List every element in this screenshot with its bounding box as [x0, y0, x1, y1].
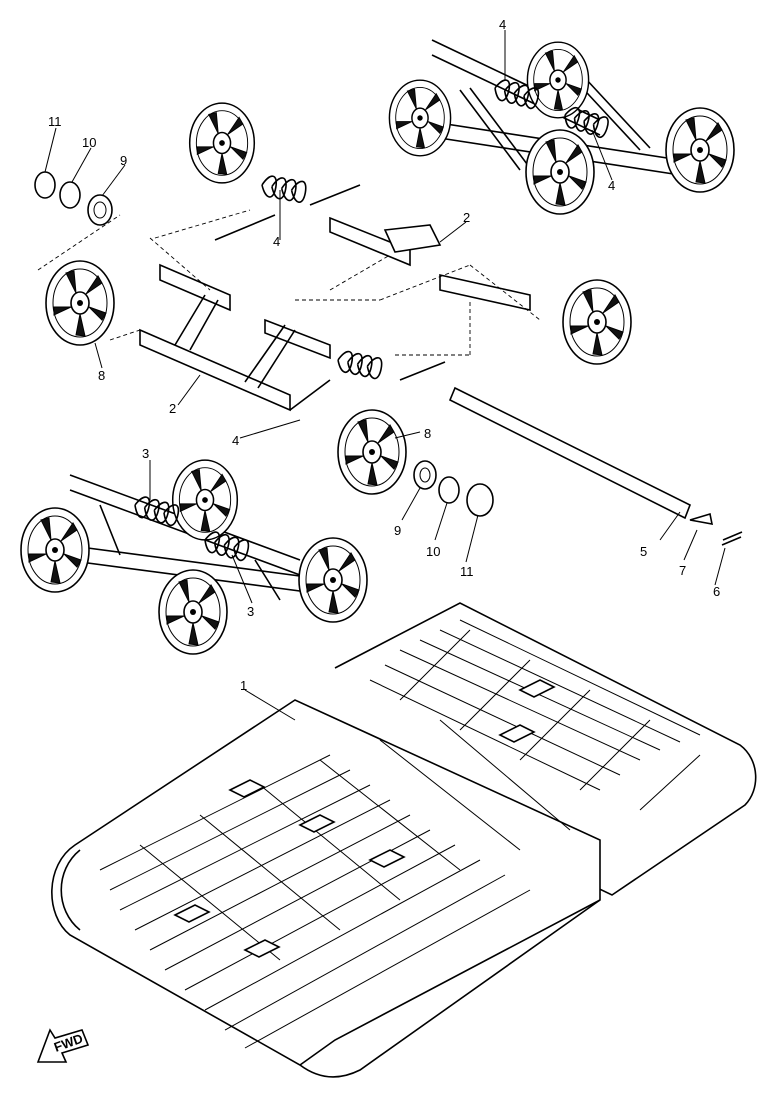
left-idler-wheel	[45, 260, 115, 346]
callout-7: 7	[679, 563, 686, 578]
callout-2-lower: 2	[169, 401, 176, 416]
left-idler-group	[34, 171, 141, 346]
front-spring-lower	[201, 529, 252, 563]
center-idler-wheel	[337, 409, 407, 495]
callout-4-top: 4	[499, 17, 506, 32]
callout-labels: 1 2 2 3 3 4 4 4 4 5 6 7 8 8 9 9 10 10 11…	[48, 17, 720, 693]
bolt	[721, 531, 743, 546]
right-idler-group	[337, 279, 743, 546]
drive-track	[51, 602, 757, 1078]
cap-center	[466, 483, 494, 517]
callout-6: 6	[713, 584, 720, 599]
rear-wheel-right	[665, 107, 735, 193]
front-wheel-center	[158, 569, 228, 655]
center-spring-upper	[259, 173, 308, 204]
callout-9-left: 9	[120, 153, 127, 168]
callout-4-center: 4	[273, 234, 280, 249]
callout-10-center: 10	[426, 544, 440, 559]
right-idler-wheel	[562, 279, 632, 365]
callout-10-left: 10	[82, 135, 96, 150]
callout-1: 1	[240, 678, 247, 693]
washer-plate	[689, 512, 714, 525]
callout-5: 5	[640, 544, 647, 559]
front-axle-assembly	[20, 459, 368, 655]
snap-ring-left	[34, 171, 56, 199]
callout-8-left: 8	[98, 368, 105, 383]
callout-4-lower: 4	[232, 433, 239, 448]
bearing-center	[413, 460, 437, 490]
callout-9-center: 9	[394, 523, 401, 538]
callout-3-lower: 3	[247, 604, 254, 619]
washer-left	[59, 181, 81, 209]
center-spring-lower	[335, 348, 385, 381]
center-suspension-arms	[139, 102, 692, 520]
callout-11-left: 11	[48, 114, 62, 129]
callout-11-center: 11	[460, 564, 474, 579]
front-wheel-right	[298, 537, 368, 623]
forward-arrow-icon: FWD	[36, 1028, 90, 1063]
rear-wheel-left	[388, 79, 452, 157]
bearing-left	[87, 194, 113, 226]
front-wheel-upper	[171, 459, 239, 541]
callout-8-center: 8	[424, 426, 431, 441]
washer-center	[438, 476, 460, 504]
leader-lines	[44, 30, 726, 721]
rear-axle-assembly	[388, 39, 735, 215]
rear-wheel-upper-right	[526, 41, 590, 119]
front-wheel-left	[20, 507, 90, 593]
rear-wheel-center	[525, 129, 595, 215]
callout-3-upper: 3	[142, 446, 149, 461]
callout-2-upper: 2	[463, 210, 470, 225]
callout-4-right: 4	[608, 178, 615, 193]
rear-axle-shaft	[448, 386, 692, 520]
center-upper-wheel	[188, 102, 256, 184]
track-treads	[99, 619, 701, 1049]
